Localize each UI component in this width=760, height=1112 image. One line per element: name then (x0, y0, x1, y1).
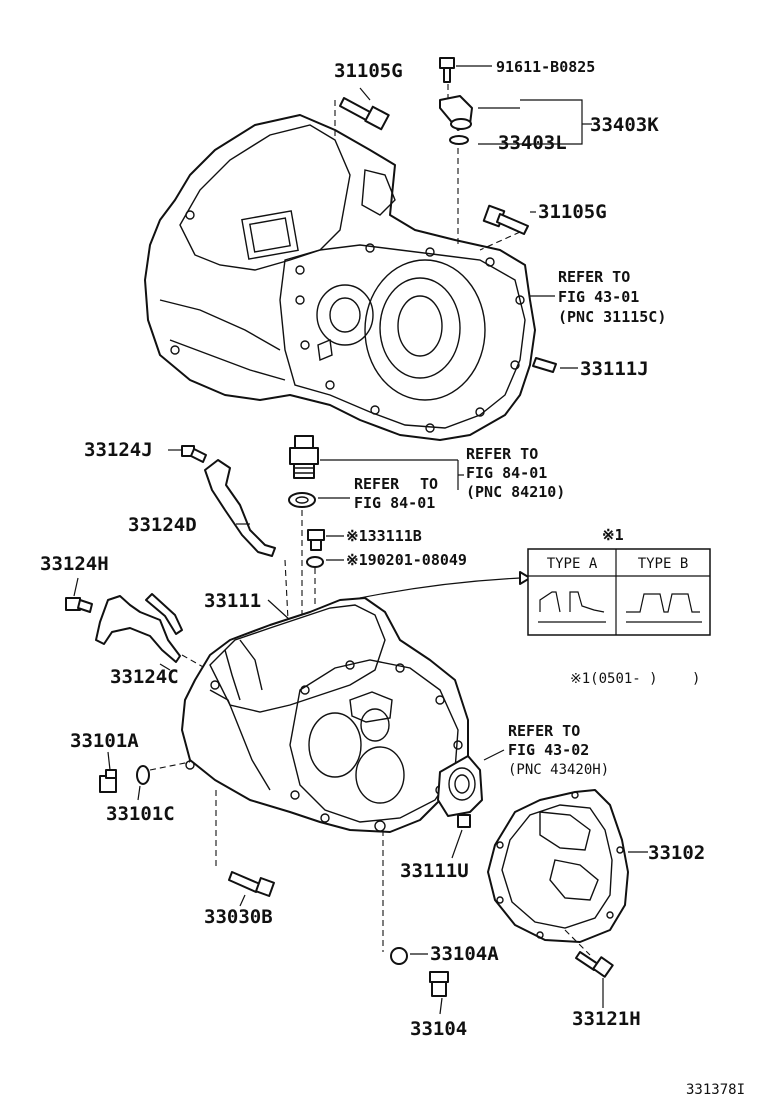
plug-33104 (382, 830, 449, 1015)
bolt-33121h (564, 929, 614, 1008)
backup-lamp-switch (288, 435, 464, 615)
label-33030b: 33030B (204, 906, 273, 928)
label-33124h: 33124H (40, 553, 109, 575)
label-91611-b0825: 91611-B0825 (496, 58, 595, 76)
note-date: ※1(0501- ) (570, 671, 658, 687)
bolt-91611-b0825 (439, 57, 492, 100)
sensor-33403k (439, 95, 592, 245)
label-190201-08049: ※190201-08049 (346, 551, 467, 569)
type-box: TYPE A TYPE B (527, 548, 711, 636)
ref1-line1: REFER TO (558, 268, 630, 286)
label-33111: 33111 (204, 590, 261, 612)
note-date-close: ) (692, 671, 700, 687)
ref3-line2: TO (420, 475, 438, 493)
label-33403k: 33403K (590, 114, 659, 136)
ref4-line2: FIG 43-02 (508, 741, 589, 759)
ref4-line3: (PNC 43420H) (508, 762, 609, 778)
pin-33111j (532, 357, 578, 373)
label-31105g-right: 31105G (538, 201, 607, 223)
ref3-line3: FIG 84-01 (354, 494, 435, 512)
lever-33124c (65, 577, 206, 671)
transmission-case-upper (144, 114, 536, 441)
leader-33111 (267, 599, 291, 621)
ref3-line1: REFER (354, 475, 400, 493)
ref2-line1: REFER TO (466, 445, 538, 463)
type-b-label: TYPE B (638, 556, 689, 572)
label-33102: 33102 (648, 842, 705, 864)
label-33101a: 33101A (70, 730, 139, 752)
plug-133111b (306, 529, 344, 605)
cover-33102 (487, 789, 648, 943)
bolt-31105g-top (334, 87, 390, 140)
ref1-line3: (PNC 31115C) (558, 308, 666, 326)
bolt-33030b (215, 790, 275, 907)
transmission-case-lower (181, 597, 483, 833)
plug-33101a (99, 751, 191, 801)
label-33101c: 33101C (106, 803, 175, 825)
ref4-line1: REFER TO (508, 722, 580, 740)
bracket-33124d (204, 459, 276, 557)
label-33124d: 33124D (128, 514, 197, 536)
label-33124j: 33124J (84, 439, 153, 461)
label-33111j: 33111J (580, 358, 649, 380)
label-33403l: 33403L (498, 132, 567, 154)
bolt-33124j (168, 445, 207, 463)
label-33121h: 33121H (572, 1008, 641, 1030)
label-33124c: 33124C (110, 666, 179, 688)
label-31105g-top: 31105G (334, 60, 403, 82)
ref2-line2: FIG 84-01 (466, 464, 547, 482)
figure-code: 331378I (686, 1082, 745, 1098)
label-133111b: ※133111B (346, 527, 422, 545)
leader-fig-43-02 (483, 749, 505, 761)
arrow-to-type-box (359, 571, 531, 599)
dash-33124d (284, 559, 289, 621)
ref1-line2: FIG 43-01 (558, 288, 639, 306)
label-33104: 33104 (410, 1018, 467, 1040)
label-33104a: 33104A (430, 943, 499, 965)
label-33111u: 33111U (400, 860, 469, 882)
bolt-31105g-right (479, 204, 536, 251)
type-a-shape-icon (539, 591, 605, 613)
type-b-shape-icon (626, 593, 700, 613)
pin-33111u (451, 814, 471, 859)
type-a-label: TYPE A (547, 556, 598, 572)
ref2-line3: (PNC 84210) (466, 483, 565, 501)
note-mark: ※1 (602, 526, 624, 544)
